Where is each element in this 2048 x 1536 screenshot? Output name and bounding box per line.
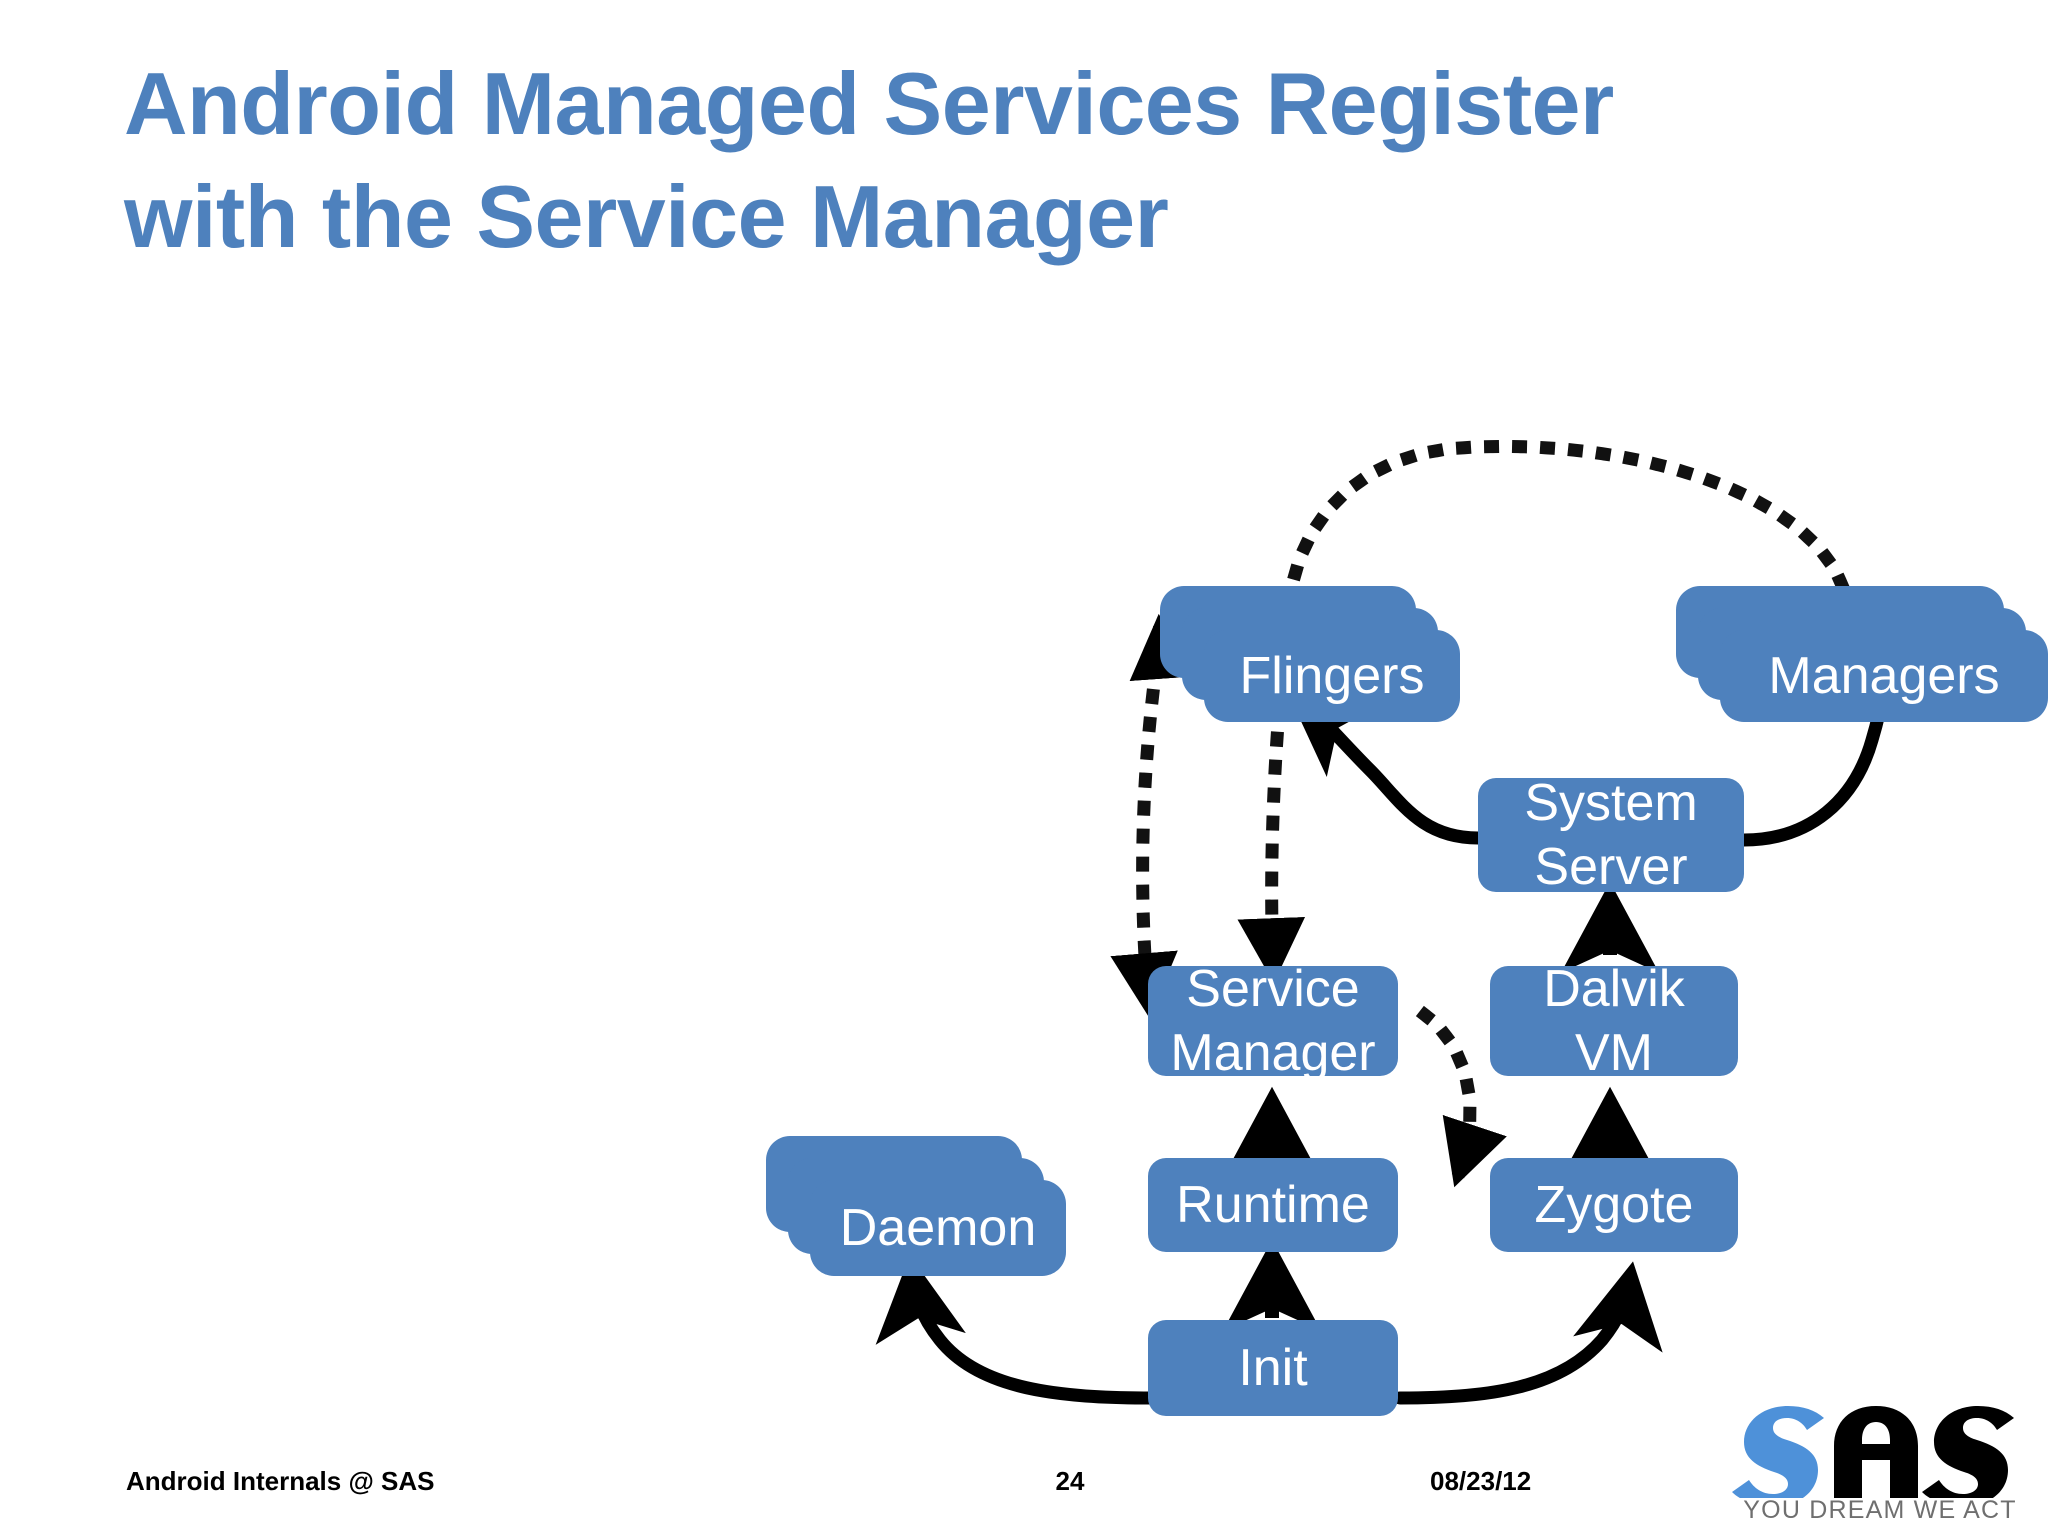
edge-system-server-to-managers <box>1737 633 1932 847</box>
daemon-sheet-back <box>766 1136 1022 1232</box>
node-service-manager-label: Service Manager <box>1170 960 1376 1082</box>
sas-logo: YOU DREAM WE ACT <box>1730 1402 2030 1530</box>
node-init-label: Init <box>1238 1339 1308 1397</box>
edge-flingers-to-service-manager-left <box>1110 632 1178 1019</box>
node-dalvik-vm[interactable]: Dalvik VM <box>1490 960 1738 1082</box>
footer-course-label: Android Internals @ SAS <box>126 1466 435 1496</box>
footer-date: 08/23/12 <box>1430 1466 1532 1496</box>
node-zygote-label: Zygote <box>1534 1176 1694 1234</box>
edge-system-server-to-flingers-curve <box>1286 689 1485 845</box>
flingers-sheet-front <box>1204 630 1460 722</box>
sas-logo-letter-s-blue <box>1732 1406 1824 1498</box>
edge-flingers-uptick-arrow <box>1129 613 1198 682</box>
node-zygote[interactable]: Zygote <box>1490 1158 1738 1252</box>
node-service-manager[interactable]: Service Manager <box>1148 960 1398 1082</box>
node-daemon-label: Daemon <box>839 1199 1037 1257</box>
node-runtime-label: Runtime <box>1176 1176 1370 1234</box>
daemon-sheet-mid <box>788 1158 1044 1254</box>
sas-logo-tagline: YOU DREAM WE ACT <box>1743 1496 2017 1524</box>
node-runtime[interactable]: Runtime <box>1148 1158 1398 1252</box>
sas-logo-letter-a-black <box>1834 1406 1918 1498</box>
sas-logo-letter-s-black <box>1922 1406 2014 1498</box>
flingers-sheet-mid <box>1182 608 1438 700</box>
node-dalvik-vm-label: Dalvik VM <box>1543 960 1685 1082</box>
page-title: Android Managed Services Register with t… <box>124 54 1614 266</box>
managers-sheet-back <box>1676 586 2004 678</box>
node-flingers[interactable]: Flingers <box>1160 586 1460 722</box>
edge-system-server-to-flingers <box>1295 838 1470 1000</box>
flingers-sheet-back <box>1160 586 1416 678</box>
sas-logo-mark <box>1732 1406 2014 1498</box>
node-system-server[interactable]: System Server <box>1478 774 1744 896</box>
edge-service-manager-to-zygote <box>1415 1005 1507 1188</box>
node-managers[interactable]: Managers <box>1676 586 2048 722</box>
edge-init-to-daemon <box>875 1255 1159 1405</box>
node-daemon[interactable]: Daemon <box>766 1136 1066 1276</box>
daemon-sheet-front <box>810 1180 1066 1276</box>
managers-sheet-mid <box>1698 608 2026 700</box>
node-init[interactable]: Init <box>1148 1320 1398 1416</box>
edge-init-to-zygote <box>1393 1261 1663 1405</box>
node-managers-label: Managers <box>1768 647 2000 705</box>
managers-sheet-front <box>1720 630 2048 722</box>
footer-page-number: 24 <box>1055 1466 1085 1496</box>
node-flingers-label: Flingers <box>1239 647 1425 705</box>
node-system-server-label: System Server <box>1524 774 1698 896</box>
edge-managers-to-service-manager <box>1237 440 1850 984</box>
